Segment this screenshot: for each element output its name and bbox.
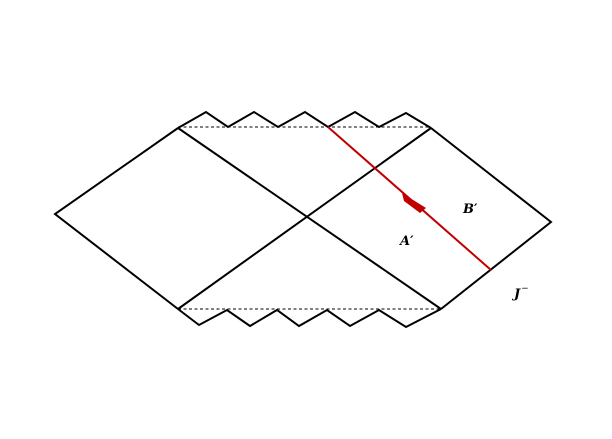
label-scri-minus-base: J (511, 287, 521, 302)
right-region-boundary (430, 127, 553, 310)
null-ray-arrowhead (402, 193, 426, 213)
label-scri-minus: J− (511, 284, 529, 302)
future-horizon-diagonal (177, 127, 442, 310)
bottom-singularity-zigzag (177, 308, 442, 329)
past-horizon-diagonal (177, 127, 432, 310)
label-scri-minus-sup: − (521, 284, 529, 294)
label-a-prime: A′ (398, 234, 414, 249)
left-region-boundary (53, 127, 179, 310)
label-b-prime: B′ (462, 202, 478, 217)
top-singularity-zigzag (177, 110, 432, 129)
